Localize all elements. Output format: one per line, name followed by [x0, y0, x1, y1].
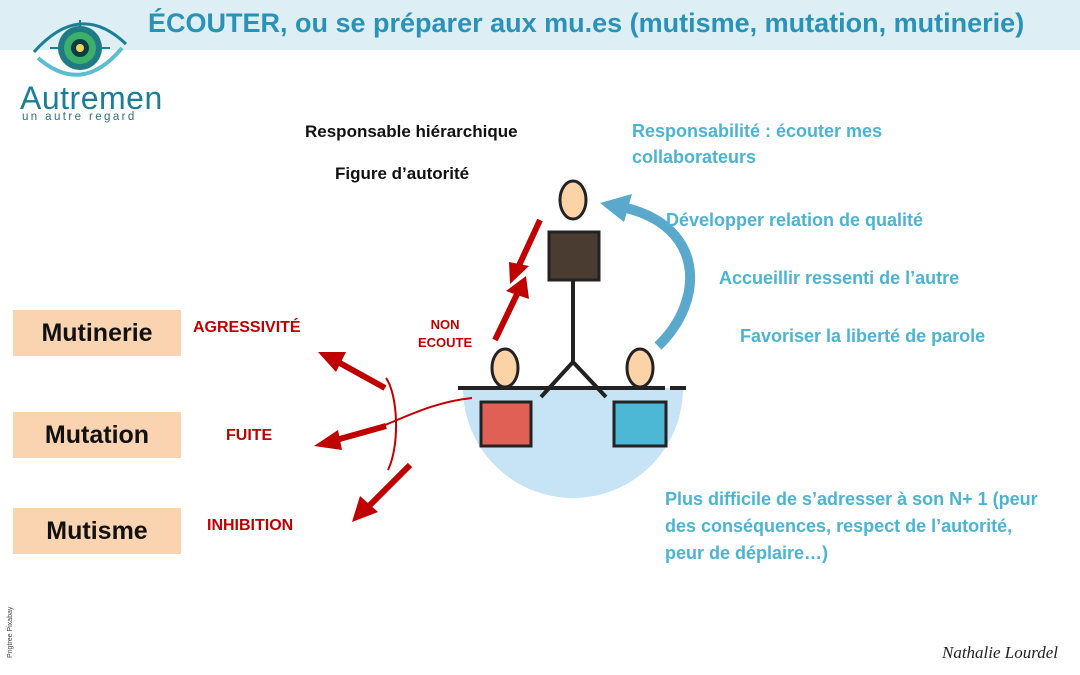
left-person-head	[490, 347, 520, 389]
arrow-to-mutisme	[365, 462, 413, 510]
red-thin-curve	[384, 397, 473, 426]
logo-eye-icon	[32, 20, 128, 77]
label-figure-autorite: Figure d’autorité	[335, 164, 470, 183]
label-inhibition: INHIBITION	[207, 517, 294, 534]
label-relation: Développer relation de qualité	[666, 210, 924, 230]
label-agressivite: AGRESSIVITÉ	[193, 319, 301, 336]
arrow-to-mutinerie	[336, 359, 387, 391]
author-name: Nathalie Lourdel	[941, 643, 1058, 662]
label-non-ecoute: NON ECOUTE	[418, 317, 473, 350]
box-mutinerie: Mutinerie	[13, 310, 181, 356]
box-mutation: Mutation	[13, 412, 181, 458]
label-responsabilite: Responsabilité : écouter mes collaborate…	[632, 121, 883, 167]
label-responsable: Responsable hiérarchique	[305, 122, 518, 141]
label-accueillir: Accueillir ressenti de l’autre	[719, 268, 960, 288]
logo-name: Autremen	[20, 80, 163, 116]
page-title: ÉCOUTER, ou se préparer aux mu.es (mutis…	[148, 8, 1025, 38]
label-fuite: FUITE	[226, 427, 273, 444]
logo-tagline: un autre regard	[22, 111, 137, 123]
red-arrow-up	[492, 286, 523, 342]
right-person-head	[625, 347, 655, 389]
label-difficulty: Plus difficile de s’adresser à son N+ 1 …	[665, 489, 1038, 563]
left-person-body	[479, 400, 533, 448]
top-person-body	[547, 230, 601, 282]
blue-curved-arrow	[620, 202, 696, 350]
red-arrow-down	[513, 218, 543, 274]
right-person-body	[612, 400, 668, 448]
label-favoriser: Favoriser la liberté de parole	[740, 326, 986, 346]
title-bar	[0, 0, 1080, 50]
arrow-to-mutation	[335, 423, 387, 443]
box-mutisme: Mutisme	[13, 508, 181, 554]
top-person-head	[558, 179, 588, 221]
image-credit: Pngtree Pixabay	[7, 606, 14, 658]
